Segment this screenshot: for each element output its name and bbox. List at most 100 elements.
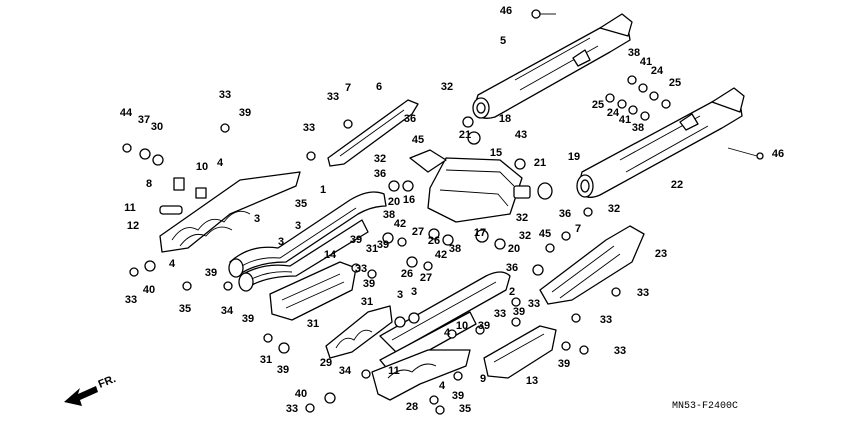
callout-36: 36 (506, 262, 518, 274)
callout-16: 16 (403, 194, 415, 206)
callout-39: 39 (205, 267, 217, 279)
rear-heat-shield-23 (539, 225, 645, 305)
callout-39: 39 (513, 306, 525, 318)
callout-22: 22 (671, 179, 683, 191)
callout-37: 37 (138, 114, 150, 126)
callout-33: 33 (303, 122, 315, 134)
callout-4: 4 (169, 258, 176, 270)
callout-3: 3 (397, 289, 403, 301)
callout-42: 42 (394, 218, 406, 230)
callout-12: 12 (127, 220, 139, 232)
callout-38: 38 (632, 122, 644, 134)
callout-40: 40 (143, 284, 155, 296)
callout-31: 31 (366, 243, 378, 255)
callout-30: 30 (151, 121, 163, 133)
callout-32: 32 (519, 230, 531, 242)
callout-27: 27 (412, 226, 424, 238)
callout-39: 39 (363, 278, 375, 290)
callout-31: 31 (361, 296, 373, 308)
callout-5: 5 (500, 35, 506, 47)
callout-33: 33 (528, 298, 540, 310)
callout-43: 43 (515, 129, 527, 141)
callout-17: 17 (474, 227, 486, 239)
callout-38: 38 (449, 243, 461, 255)
callout-40: 40 (295, 388, 307, 400)
callout-24: 24 (607, 107, 620, 119)
callout-45: 45 (412, 134, 424, 146)
callout-10: 10 (196, 161, 208, 173)
callout-31: 31 (307, 318, 319, 330)
callout-29: 29 (320, 357, 332, 369)
callout-3: 3 (411, 286, 417, 298)
exhaust-chamber (409, 149, 553, 223)
side-heat-shield-14 (269, 261, 357, 321)
callout-24: 24 (651, 65, 664, 77)
callout-32: 32 (608, 203, 620, 215)
callout-7: 7 (345, 82, 351, 94)
callout-33: 33 (355, 263, 367, 275)
direction-label: FR. (97, 373, 118, 391)
callout-36: 36 (559, 208, 571, 220)
callout-38: 38 (383, 209, 395, 221)
callout-19: 19 (568, 151, 580, 163)
callout-25: 25 (669, 77, 681, 89)
callout-8: 8 (146, 178, 152, 190)
callout-3: 3 (254, 213, 260, 225)
callout-33: 33 (614, 345, 626, 357)
callout-3: 3 (278, 236, 284, 248)
front-heat-shield (159, 171, 301, 253)
callout-32: 32 (374, 153, 386, 165)
callout-46: 46 (500, 5, 512, 17)
callout-33: 33 (494, 308, 506, 320)
callout-1: 1 (320, 184, 326, 196)
callout-26: 26 (428, 235, 440, 247)
callout-39: 39 (242, 313, 254, 325)
callout-20: 20 (388, 196, 400, 208)
callout-27: 27 (420, 272, 432, 284)
callout-39: 39 (478, 320, 490, 332)
callout-34: 34 (339, 365, 352, 377)
callout-39: 39 (377, 239, 389, 251)
front-direction-arrow: FR. (64, 373, 118, 406)
callout-13: 13 (526, 375, 538, 387)
callout-14: 14 (324, 249, 337, 261)
callout-39: 39 (350, 234, 362, 246)
callout-36: 36 (404, 113, 416, 125)
callout-35: 35 (179, 303, 191, 315)
callout-36: 36 (374, 168, 386, 180)
callout-11: 11 (124, 202, 136, 214)
callout-44: 44 (120, 107, 133, 119)
lower-guard-28 (371, 349, 471, 401)
callout-46: 46 (772, 148, 784, 160)
callout-35: 35 (459, 403, 471, 415)
callout-42: 42 (435, 249, 447, 261)
callout-4: 4 (217, 157, 224, 169)
callout-33: 33 (125, 294, 137, 306)
callout-23: 23 (655, 248, 667, 260)
callout-38: 38 (628, 47, 640, 59)
callout-26: 26 (401, 268, 413, 280)
callout-33: 33 (637, 287, 649, 299)
callout-28: 28 (406, 401, 418, 413)
callout-39: 39 (558, 358, 570, 370)
callout-4: 4 (439, 380, 446, 392)
callout-31: 31 (260, 354, 272, 366)
callout-2: 2 (509, 286, 515, 298)
callout-34: 34 (221, 305, 234, 317)
callout-39: 39 (452, 390, 464, 402)
upper-heat-shield-6 (327, 99, 419, 167)
callout-45: 45 (539, 228, 551, 240)
callout-7: 7 (575, 223, 581, 235)
callout-3: 3 (295, 220, 301, 232)
callout-20: 20 (508, 243, 520, 255)
callout-41: 41 (619, 114, 631, 126)
callout-21: 21 (534, 157, 546, 169)
callout-35: 35 (295, 198, 307, 210)
callout-4: 4 (444, 327, 451, 339)
lower-heat-shield-13 (483, 325, 557, 379)
callout-39: 39 (239, 107, 251, 119)
callout-6: 6 (376, 81, 382, 93)
callout-32: 32 (516, 212, 528, 224)
callout-39: 39 (277, 364, 289, 376)
